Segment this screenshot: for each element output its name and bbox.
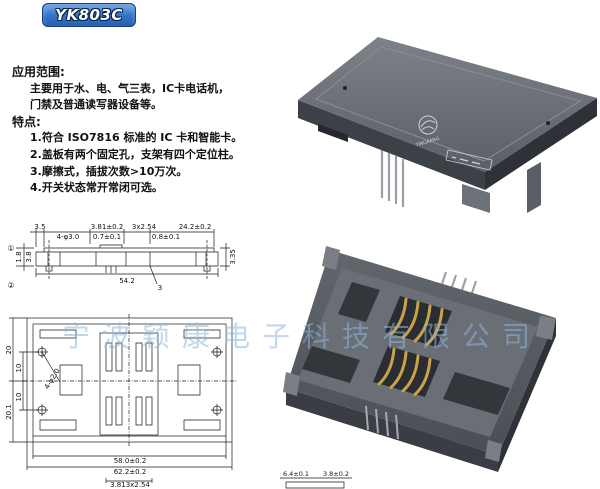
company-watermark: 宁波颖康电子科技有限公司 <box>62 320 542 353</box>
card-slot <box>318 124 348 142</box>
top-inner-outline <box>32 323 227 437</box>
frame-window <box>338 282 380 322</box>
dim-label: 20.1 <box>5 404 13 420</box>
closed-connector-render: YINGKANG <box>298 37 597 213</box>
dim-label: 4-φ2.0 <box>43 367 62 391</box>
detail-outline <box>280 477 352 489</box>
lid-top-face <box>298 37 597 172</box>
application-heading: 应用范围: <box>12 65 65 79</box>
dim-label: 6.4±0.1 <box>283 470 309 478</box>
side-centerlines <box>48 240 208 280</box>
model-title: YK803C <box>55 6 123 24</box>
dim-label: 10 <box>15 364 23 373</box>
spec-text-block: 应用范围: 主要用于水、电、气三表，IC卡电话机， 门禁及普通读写器设备等。 特… <box>12 64 282 197</box>
connector-pins-top <box>438 271 478 300</box>
frame-left-face <box>286 388 498 472</box>
locating-post <box>283 372 300 396</box>
locating-post <box>322 246 340 270</box>
side-body-details <box>45 252 211 273</box>
dim-label: 58.0±0.2 <box>114 457 147 465</box>
side-view-labels: 3.5 4-φ3.0 3.81±0.2 0.7±0.1 3x2.54 0.8±0… <box>7 223 237 292</box>
dim-label: 10 <box>15 393 23 402</box>
contact-slots <box>105 342 153 426</box>
gold-contacts-upper <box>389 297 444 346</box>
connector-pins-bottom <box>365 405 399 440</box>
side-body-outline <box>35 244 219 267</box>
dim-label: 20 <box>5 346 13 355</box>
feature-item: 1.符合 ISO7816 标准的 IC 卡和智能卡。 <box>30 131 243 145</box>
fixing-hole <box>343 86 347 90</box>
side-dimension-lines <box>16 229 230 285</box>
application-line: 主要用于水、电、气三表，IC卡电话机， <box>30 81 230 95</box>
dim-label: 3.35 <box>229 249 237 265</box>
open-connector-render <box>283 246 556 472</box>
dim-label: 3.5 <box>34 223 45 231</box>
dim-label: 54.2 <box>119 277 135 285</box>
lid-front-right-face <box>485 98 597 190</box>
top-dimension-lines <box>9 317 233 483</box>
lid-label-mark <box>451 156 481 165</box>
top-outer-outline <box>26 317 233 443</box>
side-view-drawing <box>16 229 230 285</box>
callout-marker: ① <box>7 244 14 253</box>
feature-item: 4.开关状态常开常闭可选。 <box>30 181 163 195</box>
dim-label: 4-φ3.0 <box>57 233 80 241</box>
model-badge: YK803C <box>42 3 136 27</box>
fixing-hole <box>546 121 550 125</box>
housing-tab <box>462 184 490 213</box>
detail-drawing: 6.4±0.1 3.8±0.2 <box>280 470 352 489</box>
lid-raised-panel <box>314 46 582 162</box>
callout-marker: ② <box>7 281 14 290</box>
dim-label: 1.8 <box>15 251 23 262</box>
dim-label: 3.813x2.54 <box>110 481 150 489</box>
connector-pins <box>380 150 405 207</box>
dim-label: 3.81±0.2 <box>91 223 124 231</box>
frame-right-face <box>498 318 556 472</box>
dim-label: 3 <box>158 284 162 292</box>
lid-front-left-face <box>298 100 485 190</box>
dim-label: 0.7±0.1 <box>93 233 121 241</box>
dim-label: 3x2.54 <box>132 223 157 231</box>
features-heading: 特点: <box>12 114 41 129</box>
locating-post <box>536 316 556 340</box>
feature-item: 3.摩擦式，插拔次数>10万次。 <box>30 164 188 178</box>
top-view-drawing <box>9 314 237 483</box>
feature-item: 2.盖板有两个固定孔，支架有四个定位柱。 <box>30 147 240 161</box>
housing-tab <box>527 162 541 213</box>
gold-contacts-lower <box>377 347 432 396</box>
dim-label: 0.8±0.1 <box>152 233 180 241</box>
logo-ring <box>418 115 438 135</box>
frame-openings <box>39 329 221 431</box>
dim-label: 3.8±0.2 <box>323 470 349 478</box>
frame-window <box>443 372 510 415</box>
lid-label <box>445 149 493 171</box>
frame-window <box>302 346 360 383</box>
locating-post <box>485 440 502 462</box>
dim-label: 24.2±0.2 <box>179 223 212 231</box>
top-centerlines <box>22 314 237 447</box>
dim-label: 62.2±0.2 <box>114 468 147 476</box>
dim-label: 3.8 <box>25 251 33 262</box>
logo-mark <box>420 120 436 131</box>
application-line: 门禁及普通读写器设备等。 <box>30 98 162 112</box>
